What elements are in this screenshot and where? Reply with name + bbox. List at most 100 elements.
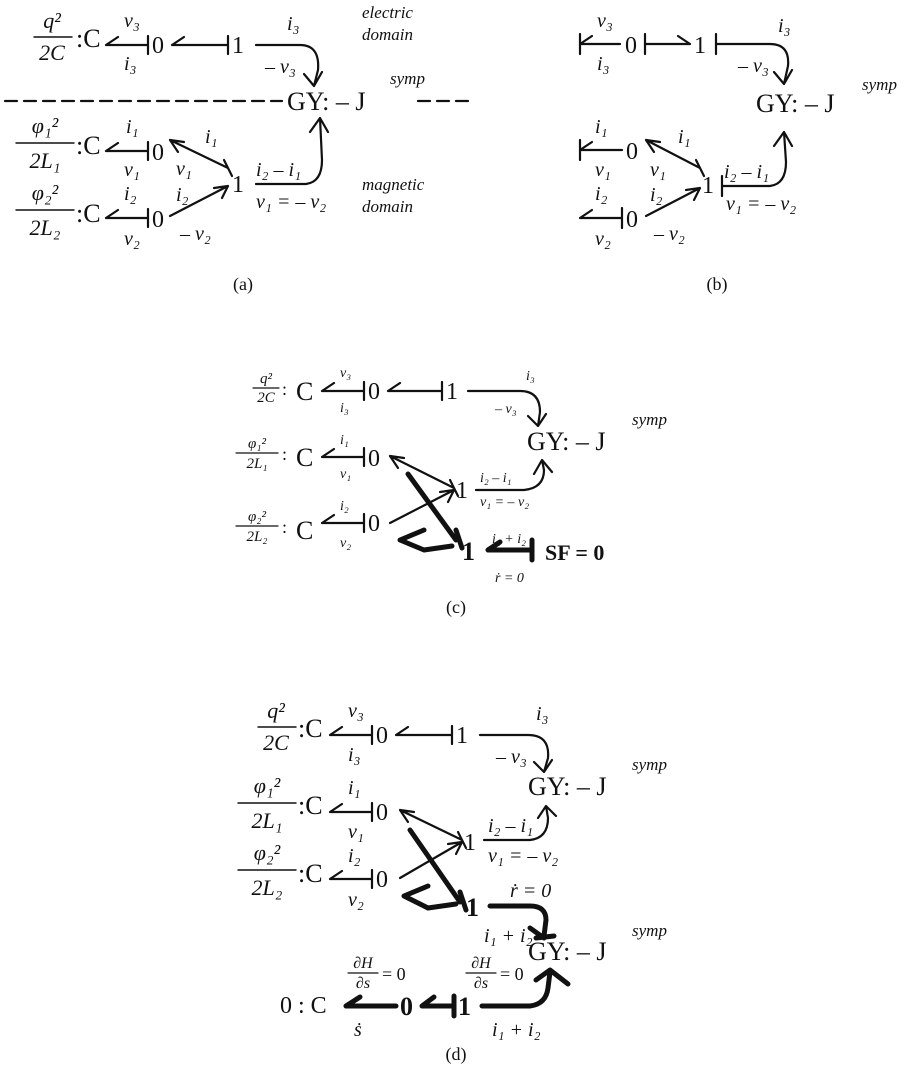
c-lbl-i1: i₁ — [340, 433, 349, 448]
d-lbl-i3: i₃ — [348, 744, 361, 766]
c-lbl-v2: v₂ — [340, 536, 351, 551]
lbl-i3-top: i₃ — [287, 13, 300, 35]
bond-c2-0 — [104, 140, 150, 162]
b-lbl-minus-v3: – v₃ — [737, 55, 769, 77]
d-lbl-sdot: ṡ — [354, 1019, 362, 1041]
d-thick-bond-c-0 — [343, 994, 399, 1009]
b-lbl-i1: i₁ — [595, 116, 608, 138]
d-thick-bond-0-1-entropy — [419, 993, 457, 1019]
energy-phi2-num: φ₂² — [32, 180, 59, 205]
d-storage-c1: :C — [298, 714, 323, 743]
lbl-i2-minus-i1: i₂ – i₁ — [256, 159, 301, 181]
c-colon-3: : — [282, 517, 287, 537]
storage-c3: :C — [76, 199, 101, 228]
d-bond-1-0-mid — [398, 808, 468, 850]
b-lbl-i2: i₂ — [595, 183, 608, 205]
b-lbl-v2: v₂ — [595, 228, 611, 250]
b-bond-0-1-top — [643, 32, 692, 56]
b-bond-1-gy-top — [714, 32, 794, 86]
d-bond-c3-0 — [328, 868, 374, 890]
b-bond-0-1-low — [644, 186, 702, 218]
d-lbl-v1-eq: v₁ = – v₂ — [488, 845, 558, 867]
c-storage-c1: C — [296, 377, 313, 406]
d-energy-phi2-den: 2L₂ — [252, 875, 283, 900]
c-lbl-i2: i₂ — [340, 499, 349, 514]
d-lbl-i2-minus-i1: i₂ – i₁ — [488, 815, 533, 837]
lbl-v1-mid: v₁ — [176, 158, 192, 180]
lbl-electric-domain: domain — [362, 25, 413, 44]
b-lbl-i2-minus-i1: i₂ – i₁ — [724, 161, 769, 183]
d-junction-1-mid: 1 — [464, 830, 476, 856]
c-energy-phi1-den: 2L₁ — [246, 456, 267, 472]
c-lbl-v1: v₁ — [340, 467, 351, 482]
lbl-magnetic: magnetic — [362, 175, 425, 194]
d-lbl-i1-plus-i2: i₁ + i₂ — [484, 925, 533, 947]
c-junction-0-mid: 0 — [368, 446, 380, 472]
d-dH2-eq: = 0 — [500, 964, 524, 984]
lbl-i1: i₁ — [126, 116, 139, 138]
c-thick-bond-0-low — [397, 527, 455, 553]
c-bond-1-gy-mid — [474, 458, 554, 492]
c-lbl-i2-minus-i1: i₂ – i₁ — [480, 471, 512, 486]
c-colon-2: : — [282, 444, 287, 464]
junction-1-mid: 1 — [232, 172, 244, 198]
d-gyrator-top-sup: symp — [632, 755, 667, 774]
storage-c2: :C — [76, 131, 101, 160]
d-lbl-i2: i₂ — [348, 845, 361, 867]
d-junction-0-entropy: 0 — [400, 992, 413, 1021]
lbl-v1-eq: v₁ = – v₂ — [256, 191, 326, 213]
c-energy-phi2-den: 2L₂ — [246, 529, 267, 545]
b-lbl-i2-mid: i₂ — [650, 184, 663, 206]
caption-c: (c) — [446, 597, 466, 618]
lbl-i2-mid: i₂ — [176, 184, 189, 206]
lbl-i2: i₂ — [124, 183, 137, 205]
d-junction-0-low: 0 — [376, 867, 388, 893]
d-bond-1-gy-top — [478, 733, 554, 774]
caption-b: (b) — [707, 274, 728, 295]
lbl-i1-mid: i₁ — [205, 126, 218, 148]
caption-a: (a) — [233, 274, 253, 295]
c-lbl-r-eq: ṙ = 0 — [495, 571, 524, 586]
junction-0-mid: 0 — [152, 140, 164, 166]
d-lbl-i3-top: i₃ — [536, 703, 549, 725]
d-bond-c2-0 — [328, 801, 374, 823]
b-junction-1-mid: 1 — [702, 173, 714, 199]
d-junction-1-entropy: 1 — [458, 992, 471, 1021]
d-storage-c2: :C — [298, 791, 323, 820]
b-bond-mid-left — [578, 138, 624, 162]
d-lbl-v2: v₂ — [348, 889, 364, 911]
panel-c: q² 2C : C φ₁² 2L₁ : C φ₂² 2L₂ : C v₃ i₃ … — [235, 366, 667, 618]
b-lbl-v3: v₃ — [597, 10, 613, 32]
d-storage-c3: :C — [298, 859, 323, 888]
b-lbl-i3-top: i₃ — [778, 15, 791, 37]
c-lbl-i3: i₃ — [340, 401, 349, 416]
c-bond-c3-0 — [320, 512, 366, 534]
bond-0-1-top — [170, 34, 230, 56]
b-gyrator: GY: – J — [756, 89, 835, 118]
bond-c3-0 — [104, 207, 150, 229]
b-junction-0-mid: 0 — [626, 139, 638, 165]
d-energy-q-num: q² — [267, 698, 285, 723]
b-gyrator-sup: symp — [862, 75, 897, 94]
b-bond-1-0-mid — [644, 138, 706, 178]
lbl-v2: v₂ — [124, 228, 140, 250]
d-dH2-den: ∂s — [474, 975, 488, 992]
c-source-sf: SF = 0 — [545, 540, 604, 565]
c-energy-phi2-num: φ₂² — [248, 509, 267, 525]
c-lbl-v1-eq: v₁ = – v₂ — [480, 495, 529, 510]
bond-c1-0 — [104, 34, 150, 56]
d-bond-1-gy-mid — [482, 804, 558, 842]
d-thick-bond-0-mid — [407, 827, 469, 913]
energy-phi1-num: φ₁² — [32, 113, 59, 138]
gyrator-sup-a: symp — [390, 69, 425, 88]
b-lbl-v1-mid: v₁ — [650, 159, 666, 181]
c-energy-q-num: q² — [260, 371, 273, 387]
c-storage-c2: C — [296, 443, 313, 472]
lbl-minus-v3: – v₃ — [264, 56, 296, 78]
c-lbl-i1-plus-i2: i₁ + i₂ — [492, 532, 526, 547]
c-storage-c3: C — [296, 516, 313, 545]
b-lbl-v1: v₁ — [595, 159, 611, 181]
panel-a: q² 2C :C φ₁² 2L₁ :C φ₂² 2L₂ :C v₃ i₃ 0 1… — [3, 3, 476, 295]
b-bond-top-left — [578, 32, 622, 56]
lbl-v3: v₃ — [124, 10, 140, 32]
